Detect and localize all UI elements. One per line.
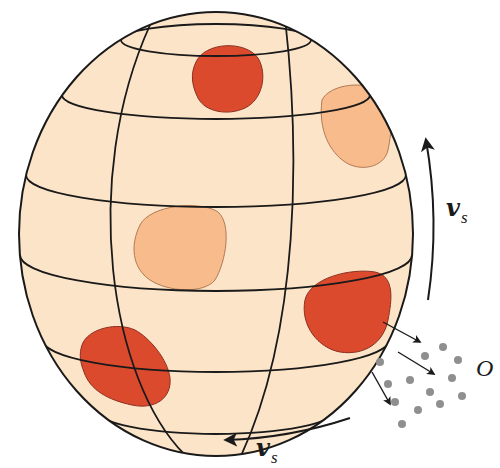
latitude-lines (20, 24, 412, 434)
observer-label: O (476, 356, 493, 380)
bright-spot (134, 206, 226, 290)
meridian-lines (110, 18, 293, 458)
velocity-symbol: v (256, 436, 270, 460)
velocity-symbol: v (446, 196, 460, 220)
star-outline (19, 12, 413, 456)
star-surface (19, 12, 413, 456)
velocity-subscript: s (461, 209, 468, 226)
outflow-particles (376, 343, 466, 428)
bright-spot (321, 85, 391, 167)
rotation-arrow (426, 140, 434, 300)
dark-spot (304, 271, 391, 353)
outflow-arrows (372, 322, 434, 404)
rotation-arrow (226, 418, 350, 440)
velocity-subscript: s (271, 449, 278, 466)
